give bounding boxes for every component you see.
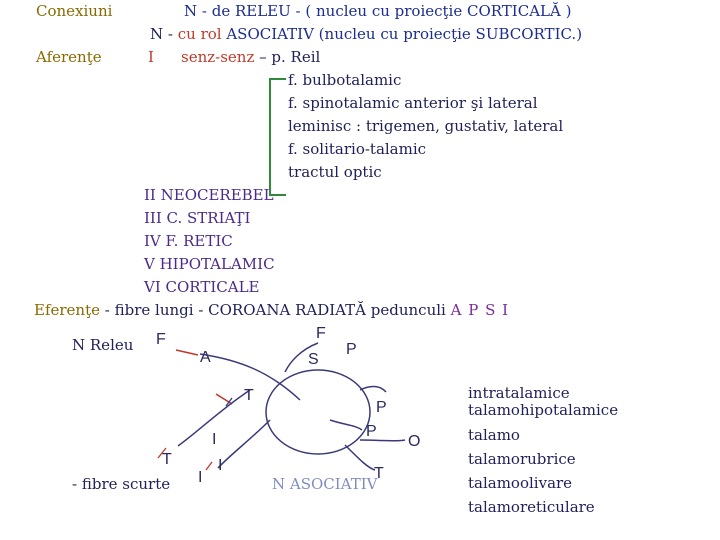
red-stub-2: [215, 393, 233, 405]
efferent-item: talamoolivare: [468, 474, 573, 492]
level-item: IV F. RETIC: [144, 232, 233, 250]
letter-f1: F: [156, 331, 166, 348]
curve-p2: [329, 419, 363, 431]
n-asociativ-mid: cu rol: [177, 25, 222, 43]
curve-t-left: [177, 389, 251, 447]
curve-o: [359, 439, 406, 442]
eferente-label: Eferenţe: [34, 301, 100, 319]
letter-t2: T: [162, 451, 172, 468]
letter-i3: I: [218, 457, 222, 474]
central-oval: [265, 369, 371, 455]
n-asociativ-label: N ASOCIATIV: [272, 475, 378, 493]
letter-i2: I: [198, 469, 202, 486]
efferent-item: talamohipotalamice: [468, 401, 619, 419]
tick-3: [225, 397, 233, 407]
level-item: VI CORTICALE: [144, 278, 260, 296]
letter-p2: P: [376, 399, 387, 416]
fiber-item: f. solitario-talamic: [288, 140, 427, 158]
letter-s: S: [308, 351, 319, 368]
letter-f2: F: [316, 325, 326, 342]
fiber-item: tractul optic: [288, 163, 382, 181]
tick-2: [205, 461, 213, 471]
fiber-item: f. bulbotalamic: [288, 71, 402, 89]
aferente-label: Aferenţe: [36, 48, 102, 66]
letter-p3: P: [366, 423, 377, 440]
apsi-label: A P S I: [450, 301, 510, 319]
n-asociativ-line: N - cu rol ASOCIATIV (nucleu cu proiecţi…: [150, 25, 582, 43]
n-asociativ-prefix: N -: [150, 25, 178, 43]
level-item: III C. STRIAŢI: [144, 209, 251, 227]
letter-t3: T: [374, 465, 384, 482]
curve-f-s: [284, 342, 319, 373]
level-item: II NEOCEREBEL: [144, 186, 274, 204]
curve-f-a: [199, 353, 301, 401]
eferente-text: - fibre lungi - COROANA RADIATĂ peduncul…: [100, 301, 451, 319]
fibre-scurte-label: - fibre scurte: [72, 475, 171, 493]
fiber-item: f. spinotalamic anterior şi lateral: [288, 94, 538, 112]
curve-p-right: [359, 385, 387, 393]
fiber-bracket: [269, 78, 286, 196]
efferent-item: talamoreticulare: [468, 498, 595, 516]
letter-a: A: [200, 349, 211, 366]
senz-rest: – p. Reil: [254, 48, 321, 66]
senz-label: senz-senz: [181, 48, 255, 66]
n-asociativ-rest: ASOCIATIV (nucleu cu proiecţie SUBCORTIC…: [221, 25, 583, 43]
n-releu-line: N - de RELEU - ( nucleu cu proiecţie COR…: [184, 2, 572, 20]
eferente-line: Eferenţe - fibre lungi - COROANA RADIATĂ…: [34, 301, 509, 319]
red-stub-1: [175, 349, 199, 356]
letter-t1: T: [244, 387, 254, 404]
efferent-item: talamo: [468, 426, 520, 444]
level-item: V HIPOTALAMIC: [144, 255, 275, 273]
efferent-item: talamorubrice: [468, 450, 576, 468]
curve-t-right: [344, 444, 376, 471]
n-releu-label: N Releu: [72, 336, 134, 354]
fiber-item: leminisc : trigemen, gustativ, lateral: [288, 117, 564, 135]
efferent-item: intratalamice: [468, 384, 570, 402]
letter-i1: I: [212, 431, 216, 448]
curve-i: [217, 419, 271, 469]
conexiuni-label: Conexiuni: [36, 2, 113, 20]
tick-1: [157, 447, 167, 459]
letter-p1: P: [346, 341, 357, 358]
letter-o: O: [408, 433, 420, 450]
roman-1: I: [148, 48, 154, 66]
senz-line: senz-senz – p. Reil: [181, 48, 320, 66]
